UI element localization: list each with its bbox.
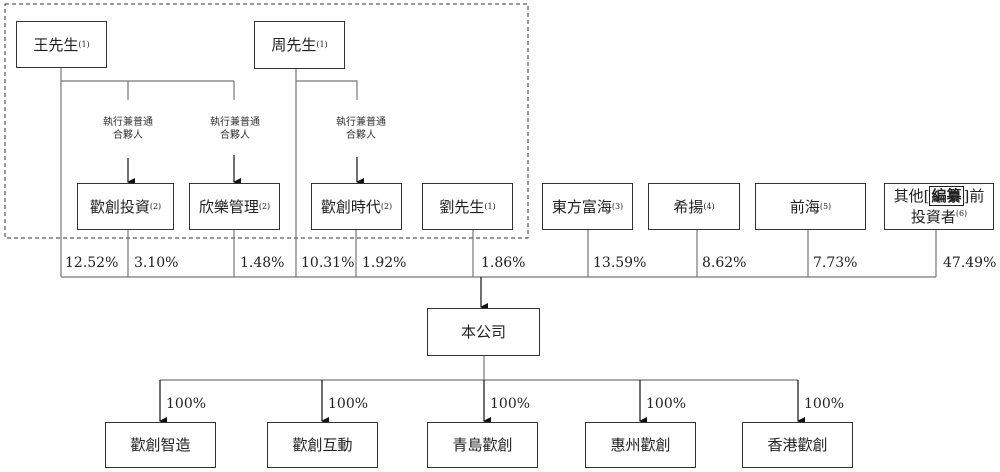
pct-label: 100% — [646, 396, 687, 412]
role-label: 執行兼普通合夥人 — [103, 117, 153, 141]
entity-box: 欣樂管理(2) — [189, 183, 280, 230]
subsidiary-box: 歡創智造 — [105, 422, 216, 468]
entity-box: 歡創投資(2) — [77, 183, 174, 230]
pct-label: 100% — [804, 396, 845, 412]
pct-label: 100% — [490, 396, 531, 412]
pct-label: 1.92% — [362, 255, 407, 271]
entity-box: 歡創時代(2) — [311, 183, 402, 230]
pct-label: 1.48% — [240, 255, 285, 271]
pct-label: 10.31% — [301, 255, 355, 271]
pct-label: 47.49% — [943, 255, 997, 271]
pct-label: 8.62% — [702, 255, 747, 271]
subsidiary-box: 歡創互動 — [267, 422, 378, 468]
pct-label: 3.10% — [134, 255, 179, 271]
pct-label: 100% — [328, 396, 369, 412]
entity-box: 希揚(4) — [648, 183, 740, 230]
role-label: 執行兼普通合夥人 — [210, 117, 260, 141]
subsidiary-box: 青島歡創 — [427, 422, 538, 468]
company-box: 本公司 — [427, 308, 540, 356]
shareholder-box-wang: 王先生(1) — [16, 21, 107, 68]
entity-box: 東方富海(3) — [542, 183, 633, 230]
pct-label: 13.59% — [593, 255, 647, 271]
pct-label: 100% — [166, 396, 207, 412]
pct-label: 7.73% — [813, 255, 858, 271]
pct-label: 12.52% — [65, 255, 119, 271]
concert-party-dashed-box — [4, 3, 529, 239]
role-label: 執行兼普通合夥人 — [336, 117, 386, 141]
subsidiary-box: 惠州歡創 — [585, 422, 696, 468]
redacted-text: 編纂 — [929, 186, 964, 206]
subsidiary-box: 香港歡創 — [742, 422, 853, 468]
shareholder-box-zhou: 周先生(1) — [254, 21, 345, 69]
pct-label: 1.86% — [481, 255, 526, 271]
entity-box: 劉先生(1) — [422, 183, 513, 230]
entity-box: 前海(5) — [755, 183, 866, 230]
other-investors-box: 其他[編纂]前 投資者(6) — [884, 183, 994, 230]
